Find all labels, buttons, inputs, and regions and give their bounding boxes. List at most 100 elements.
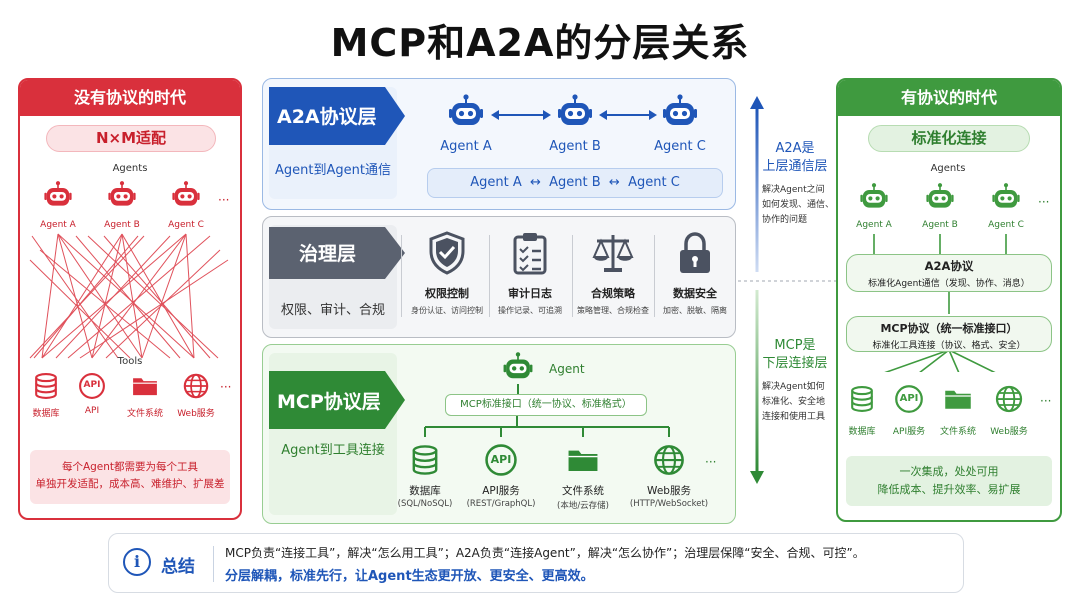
no-protocol-panel: 没有协议的时代 N×M适配 Agents ··· Agent A Agent B…: [18, 78, 242, 520]
divider: [489, 235, 490, 317]
governance-item-title: 合规策略: [591, 287, 635, 300]
clipboard-list-icon: [513, 233, 547, 275]
with-protocol-header: 有协议的时代: [838, 80, 1060, 116]
tool-desc: (REST/GraphQL): [466, 499, 536, 509]
tool-desc: (SQL/NoSQL): [397, 499, 453, 509]
mcp-tool-connectors: [424, 416, 670, 437]
agents-label: Agents: [112, 163, 148, 174]
more-agents-ellipsis: ···: [218, 193, 230, 207]
agent-label: Agent: [549, 362, 585, 376]
agents-label: Agents: [930, 163, 966, 174]
database-icon: [848, 384, 876, 414]
dashed-divider: [738, 280, 838, 282]
robot-icon: [106, 180, 138, 212]
right-connectors: [873, 234, 1007, 372]
governance-item-desc: 操作记录、可追溯: [498, 306, 562, 315]
a2a-flow-box: Agent A ↔ Agent B ↔ Agent C: [427, 168, 723, 198]
robot-icon: [858, 182, 890, 214]
no-protocol-note: 每个Agent都需要为每个工具 单独开发适配，成本高、难维护、扩展差: [30, 450, 230, 504]
tool-label: 文件系统: [939, 427, 976, 437]
more-tools-ellipsis: ···: [1040, 394, 1052, 408]
robot-icon: [555, 93, 595, 133]
mcp-protocol-box: MCP协议（统一标准接口） 标准化工具连接（协议、格式、安全）: [846, 316, 1052, 352]
robot-icon: [990, 182, 1022, 214]
lock-icon: [680, 232, 710, 273]
downward-arrow-icon: [750, 290, 764, 484]
robot-icon: [42, 180, 74, 212]
tool-title: Web服务: [647, 485, 691, 497]
shield-check-icon: [429, 231, 465, 275]
summary-box: i 总结 MCP负责“连接工具”，解决“怎么用工具”；A2A负责“连接Agent…: [108, 533, 964, 593]
agent-label: Agent A: [40, 220, 76, 230]
tool-label: API: [84, 406, 100, 416]
mcp-protocol-layer: MCP协议层 Agent到工具连接 Agent MCP标准接口（统一协议、标准格…: [262, 344, 736, 524]
api-icon: API: [894, 384, 924, 414]
no-protocol-header: 没有协议的时代: [20, 80, 240, 116]
with-protocol-panel: 有协议的时代 标准化连接 Agents ··· Agent A Agent B …: [836, 78, 1062, 522]
database-icon: [32, 372, 60, 400]
page-title: MCP和A2A的分层关系: [330, 21, 750, 65]
tool-label: Web服务: [177, 409, 215, 419]
robot-icon: [446, 93, 486, 133]
tool-label: 数据库: [848, 427, 876, 437]
folder-icon: [565, 443, 601, 477]
note-line: 一次集成，处处可用: [899, 465, 999, 478]
governance-tag-shape: [269, 227, 405, 279]
agent-label: Agent C: [988, 220, 1024, 230]
info-icon: i: [123, 548, 151, 576]
more-tools-ellipsis: ···: [705, 455, 717, 469]
tool-label: 文件系统: [126, 409, 163, 419]
a2a-layer-subtitle: Agent到Agent通信: [275, 163, 391, 178]
note-line: 单独开发适配，成本高、难维护、扩展差: [35, 478, 225, 490]
scales-icon: [592, 235, 634, 272]
globe-icon: [994, 384, 1024, 414]
summary-text: MCP负责“连接工具”，解决“怎么用工具”；A2A负责“连接Agent”，解决“…: [225, 546, 865, 560]
api-icon: API: [484, 443, 518, 477]
robot-icon: [501, 351, 535, 385]
folder-icon: [130, 372, 160, 400]
governance-item-desc: 加密、脱敏、隔离: [663, 306, 727, 315]
robot-icon: [660, 93, 700, 133]
tools-label: Tools: [117, 356, 143, 367]
more-tools-ellipsis: ···: [220, 380, 232, 394]
database-icon: [409, 443, 441, 477]
governance-item-title: 数据安全: [673, 287, 717, 300]
mcp-tag-shape: [269, 371, 405, 429]
api-icon: API: [78, 372, 106, 400]
globe-icon: [182, 372, 210, 400]
mcp-layer-subtitle: Agent到工具连接: [281, 443, 385, 458]
globe-icon: [652, 443, 686, 477]
tool-label: 数据库: [32, 409, 60, 419]
tool-desc: (本地/云存储): [557, 501, 609, 511]
tool-label: Web服务: [990, 427, 1028, 437]
robot-icon: [170, 180, 202, 212]
more-agents-ellipsis: ···: [1038, 195, 1050, 209]
governance-item-desc: 策略管理、合规检查: [577, 306, 649, 315]
agent-label: Agent B: [104, 220, 140, 230]
summary-highlight: 分层解耦，标准先行，让Agent生态更开放、更安全、更高效。: [225, 569, 594, 584]
mcp-layer-title: MCP协议层: [277, 391, 381, 413]
a2a-upper-layer-desc: 解决Agent之间 如何发现、通信、 协作的问题: [762, 185, 835, 225]
with-protocol-note: 一次集成，处处可用 降低成本、提升效率、易扩展: [846, 456, 1052, 506]
a2a-tag-shape: [269, 87, 405, 145]
agent-label: Agent A: [440, 139, 492, 154]
governance-layer-title: 治理层: [299, 243, 357, 265]
a2a-upper-layer-title: A2A是 上层通信层: [762, 141, 828, 174]
governance-item-title: 权限控制: [425, 287, 469, 300]
governance-item-desc: 身份认证、访问控制: [411, 306, 483, 315]
divider: [401, 235, 402, 317]
standardized-connection-pill: 标准化连接: [868, 125, 1030, 152]
agent-label: Agent C: [654, 139, 706, 154]
robot-icon: [924, 182, 956, 214]
tool-title: API服务: [482, 485, 520, 497]
tool-label: API服务: [892, 427, 926, 437]
agent-label: Agent B: [922, 220, 958, 230]
agent-label: Agent A: [856, 220, 892, 230]
tool-title: 数据库: [409, 485, 441, 497]
a2a-layer-title: A2A协议层: [277, 106, 377, 128]
nxm-adaptation-pill: N×M适配: [46, 125, 216, 152]
nxm-connection-mesh: [29, 233, 229, 359]
divider: [213, 546, 214, 582]
a2a-protocol-box: A2A协议 标准化Agent通信（发现、协作、消息）: [846, 254, 1052, 292]
governance-layer-subtitle: 权限、审计、合规: [280, 303, 385, 318]
